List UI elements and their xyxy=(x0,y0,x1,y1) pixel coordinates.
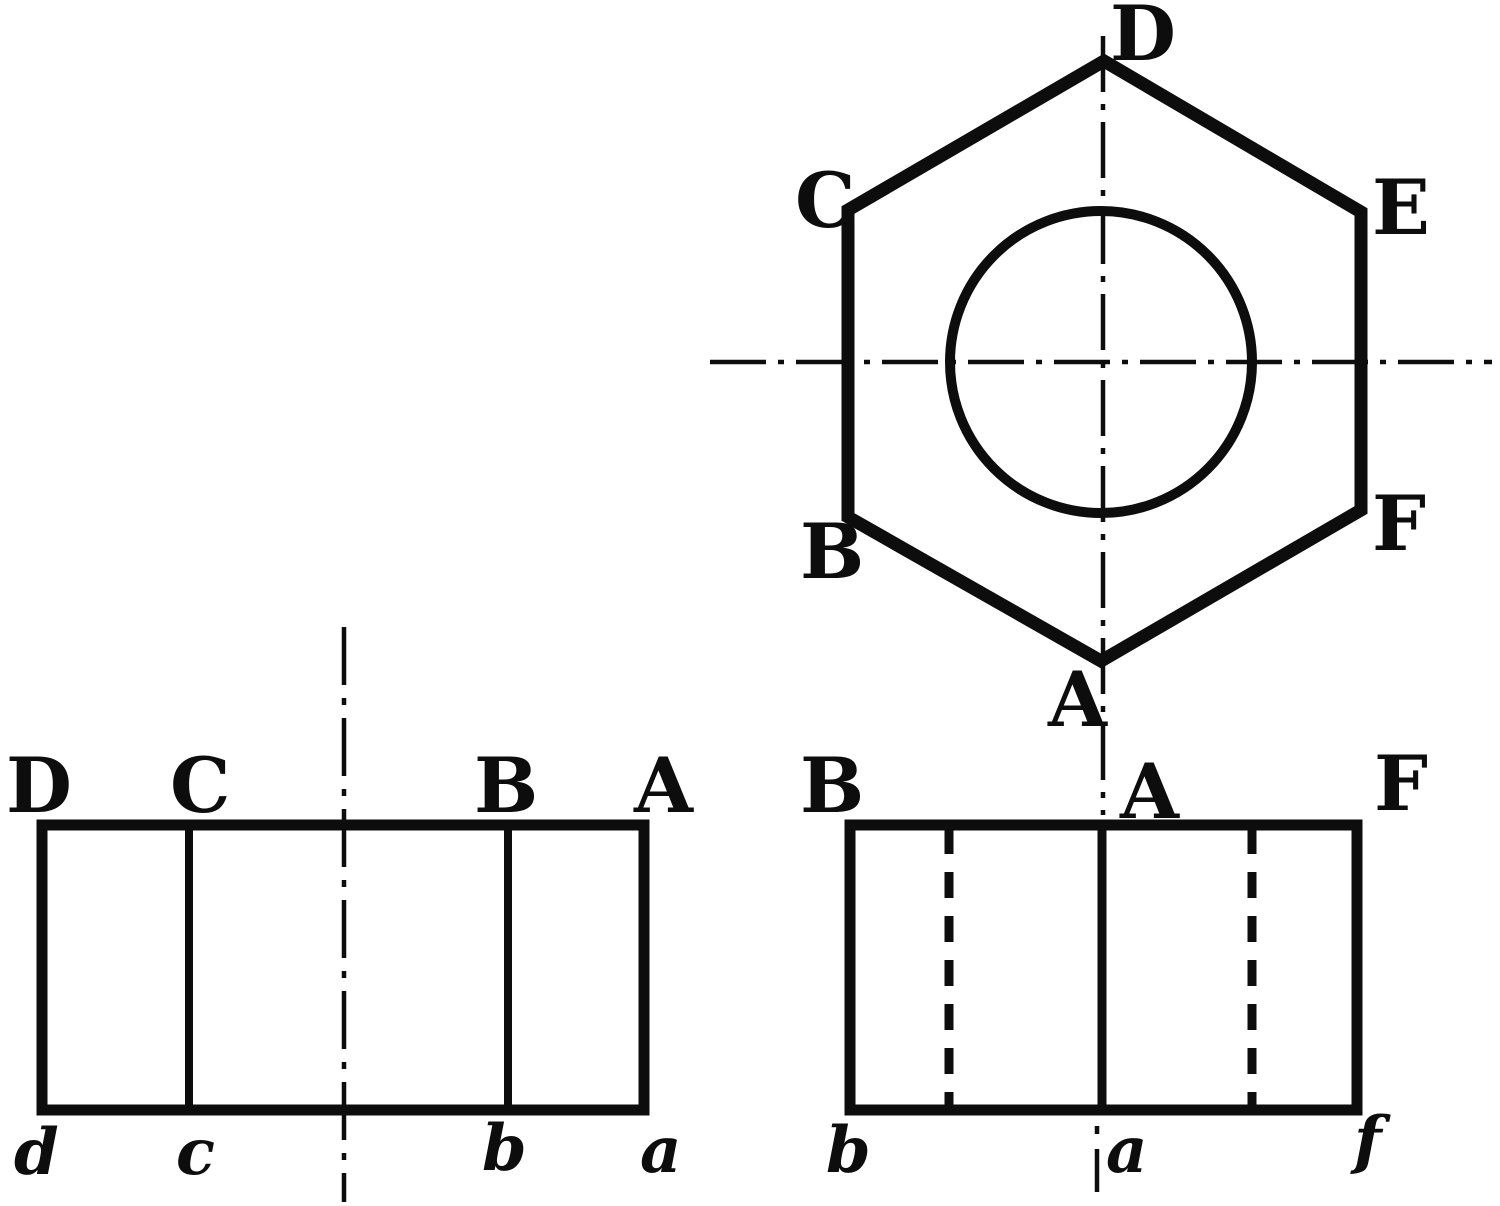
front-view-label-b: b xyxy=(482,1111,527,1186)
hexagon-outline xyxy=(841,53,1368,669)
top-view-label-e: E xyxy=(1372,163,1430,252)
top-view-label-a: A xyxy=(1047,655,1108,744)
side-view: B A F b a f xyxy=(800,739,1428,1192)
front-view-label-B: B xyxy=(474,741,538,830)
top-view: D C E B F A xyxy=(710,0,1492,815)
front-view-label-D: D xyxy=(6,741,72,830)
hole-circle xyxy=(945,206,1257,518)
front-view: D C B A d c b a xyxy=(6,627,694,1202)
front-view-label-c: c xyxy=(176,1115,215,1190)
front-view-outline xyxy=(36,819,650,1116)
side-view-label-F: F xyxy=(1374,739,1428,828)
side-view-label-B: B xyxy=(800,741,864,830)
front-view-label-C: C xyxy=(170,741,231,830)
front-view-label-d: d xyxy=(14,1115,59,1190)
side-view-label-A: A xyxy=(1119,747,1180,836)
side-view-label-a: a xyxy=(1106,1113,1147,1188)
top-view-label-f: F xyxy=(1372,479,1426,568)
front-view-label-a: a xyxy=(640,1113,681,1188)
side-view-label-b: b xyxy=(826,1113,871,1188)
side-view-label-f: f xyxy=(1350,1103,1391,1178)
top-view-label-b: B xyxy=(800,507,864,596)
top-view-label-c: C xyxy=(795,156,856,245)
front-view-label-A: A xyxy=(633,741,694,830)
top-view-label-d: D xyxy=(1110,0,1176,78)
